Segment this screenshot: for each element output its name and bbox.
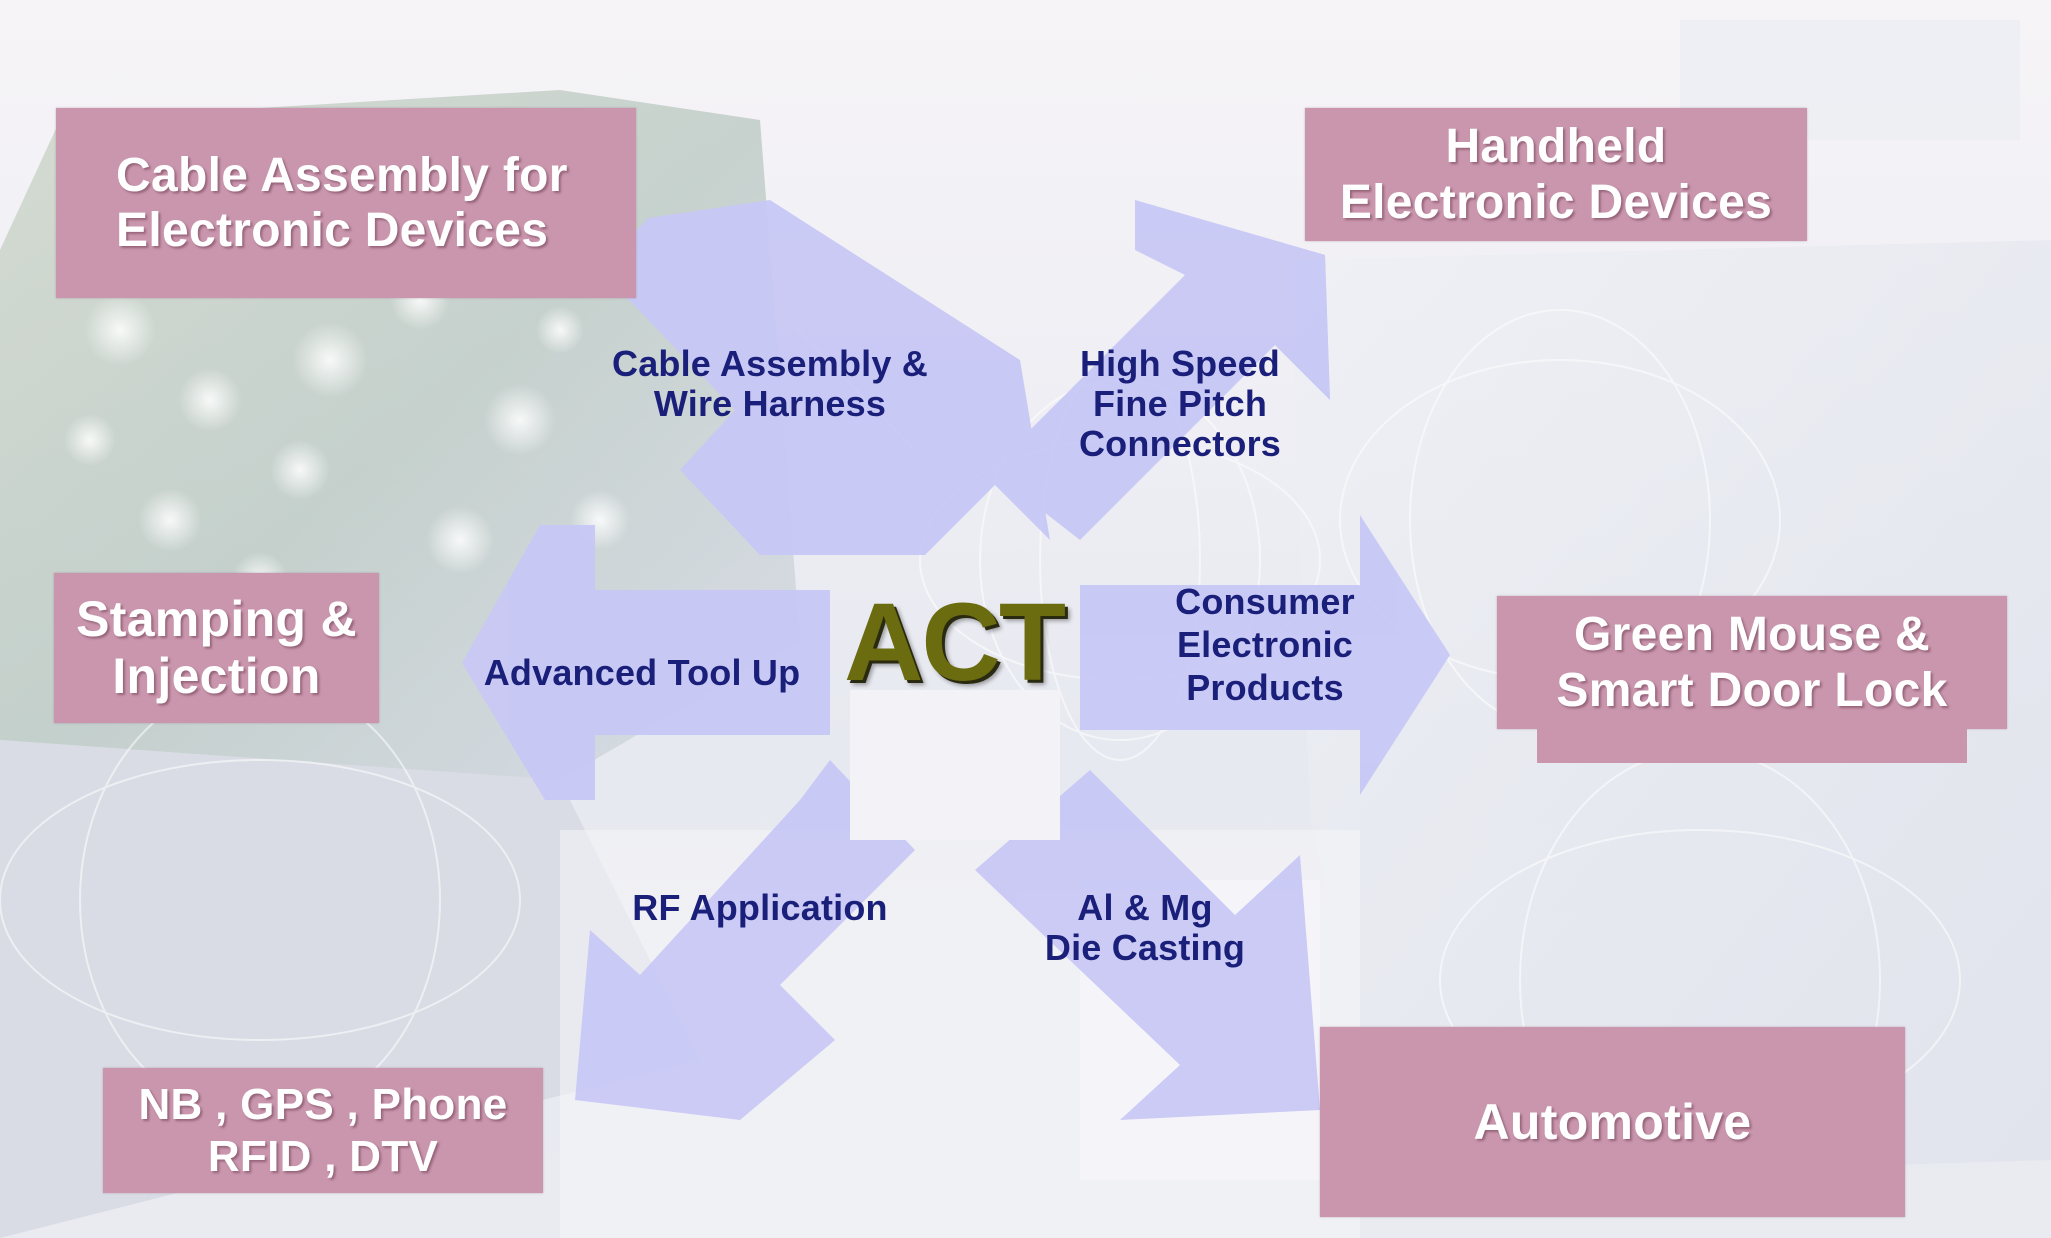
label-consumer-electronic-products: Consumer Electronic Products: [1175, 581, 1355, 708]
box-stamping-injection: Stamping & Injection: [54, 573, 379, 723]
center-title: ACT: [843, 581, 1066, 704]
box-handheld-electronic-devices: Handheld Electronic Devices: [1305, 108, 1807, 241]
box-green-mouse-smart-door-lock: Green Mouse & Smart Door Lock: [1497, 596, 2007, 729]
box-green-mouse-tab: [1537, 729, 1967, 763]
box-nb-gps-phone-rfid-dtv: NB , GPS , Phone RFID , DTV: [103, 1068, 543, 1193]
arrow-up-left: [725, 200, 1050, 555]
label-advanced-tool-up: Advanced Tool Up: [483, 652, 801, 693]
box-cable-assembly-electronic-devices: Cable Assembly for Electronic Devices: [56, 108, 636, 298]
label-high-speed-connectors: High Speed Fine Pitch Connectors: [1078, 343, 1282, 464]
arrow-right: [1080, 515, 1450, 795]
label-cable-assembly-wire-harness: Cable Assembly & Wire Harness: [612, 343, 928, 424]
arrow-down-left: [575, 760, 915, 1120]
center-block: [850, 690, 1060, 840]
arrow-down-right: [975, 770, 1320, 1120]
label-rf-application: RF Application: [632, 887, 888, 928]
label-al-mg-die-casting: Al & Mg Die Casting: [1044, 887, 1246, 968]
box-automotive: Automotive: [1320, 1027, 1905, 1217]
arrow-left: [462, 525, 830, 800]
